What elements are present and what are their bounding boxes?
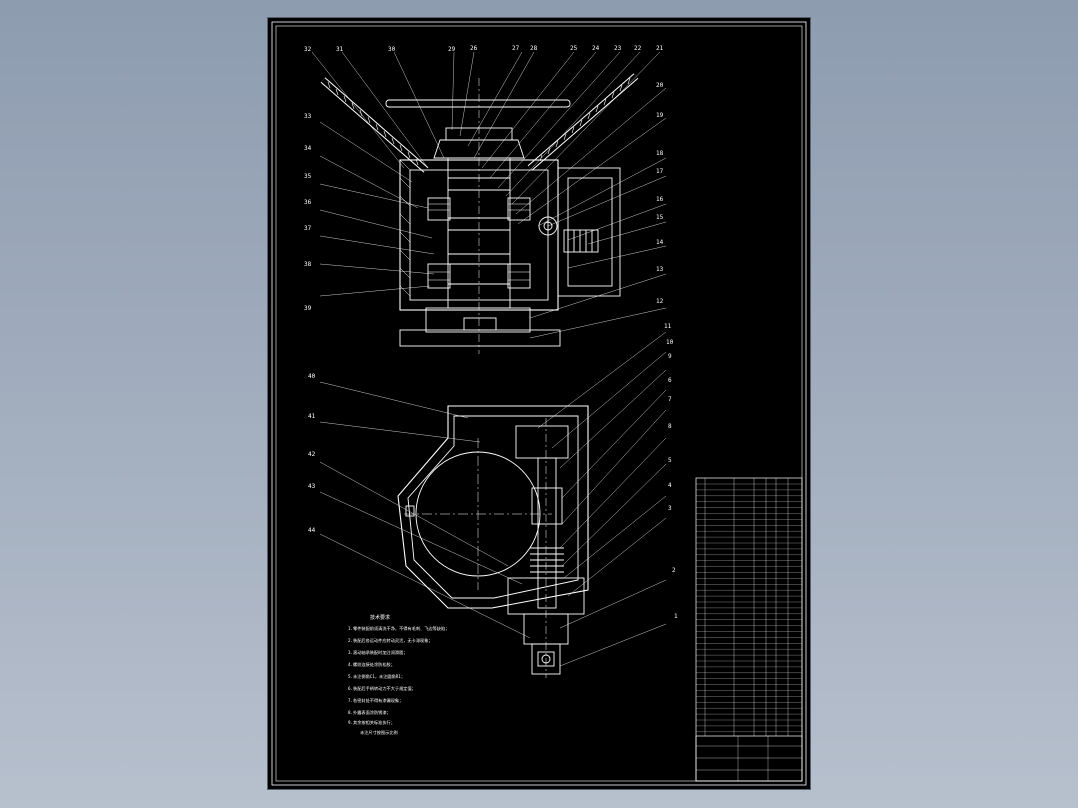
drawing-sheet: 32 31 30 29 26 27 28 25 24 23 22 21 20 1… xyxy=(268,18,810,789)
balloon: 31 xyxy=(336,46,344,53)
tech-req-line: 2.装配后各运动件应转动灵活，无卡滞现象； xyxy=(348,637,433,644)
tech-req-line: 6.装配后手柄转动力不大于规定值； xyxy=(348,685,416,692)
balloon: 28 xyxy=(530,45,538,52)
parts-list-table xyxy=(695,477,803,782)
tech-req-line: 8.外露表面涂防锈漆； xyxy=(348,709,391,716)
right-handle-arm xyxy=(527,73,639,171)
balloon: 43 xyxy=(308,483,316,490)
side-housing xyxy=(557,167,621,297)
balloon: 38 xyxy=(304,261,312,268)
balloon: 9 xyxy=(668,353,672,360)
balloon: 13 xyxy=(656,266,664,273)
tech-req-line: 1.零件装配前须清洗干净，不得有毛刺、飞边等缺陷； xyxy=(348,625,449,632)
balloon: 22 xyxy=(634,45,642,52)
tech-req-line: 未注尺寸按图示比例 xyxy=(360,729,398,736)
balloon: 24 xyxy=(592,45,600,52)
balloon: 6 xyxy=(668,377,672,384)
balloon: 34 xyxy=(304,145,312,152)
balloon-labels: 32 31 30 29 26 27 28 25 24 23 22 21 20 1… xyxy=(304,45,678,620)
lower-section-view xyxy=(397,405,589,678)
balloon: 8 xyxy=(668,423,672,430)
balloon: 20 xyxy=(656,82,664,89)
tech-req-line: 5.未注倒角C1，未注圆角R1； xyxy=(348,673,405,680)
balloon: 30 xyxy=(388,46,396,53)
balloon: 37 xyxy=(304,225,312,232)
balloon: 29 xyxy=(448,46,456,53)
left-handle-arm xyxy=(320,77,429,173)
balloon: 17 xyxy=(656,168,664,175)
technical-requirements: 技术要求 1.零件装配前须清洗干净，不得有毛刺、飞边等缺陷； 2.装配后各运动件… xyxy=(348,614,449,736)
base-flange xyxy=(425,307,531,333)
tech-req-line: 3.滚动轴承装配时加注润滑脂； xyxy=(348,649,407,656)
balloon: 15 xyxy=(656,214,664,221)
balloon: 42 xyxy=(308,451,316,458)
balloon: 2 xyxy=(672,567,676,574)
outer-frame xyxy=(271,21,807,786)
balloon: 7 xyxy=(668,396,672,403)
balloon: 16 xyxy=(656,196,664,203)
assembly-drawing: 32 31 30 29 26 27 28 25 24 23 22 21 20 1… xyxy=(271,21,807,786)
balloon: 33 xyxy=(304,113,312,120)
balloon: 27 xyxy=(512,45,520,52)
tech-req-line: 9.其余按相关标准执行； xyxy=(348,719,395,726)
leader-lines xyxy=(311,51,667,667)
balloon: 35 xyxy=(304,173,312,180)
balloon: 41 xyxy=(308,413,316,420)
balloon: 26 xyxy=(470,45,478,52)
parts-list-rows xyxy=(696,483,802,732)
tech-req-title: 技术要求 xyxy=(370,614,390,621)
balloon: 44 xyxy=(308,527,316,534)
balloon: 12 xyxy=(656,298,664,305)
balloon: 40 xyxy=(308,373,316,380)
balloon: 32 xyxy=(304,46,312,53)
tech-req-line: 7.各密封处不得有渗漏现象； xyxy=(348,697,403,704)
balloon: 19 xyxy=(656,112,664,119)
balloon: 4 xyxy=(668,482,672,489)
balloon: 10 xyxy=(666,339,674,346)
balloon: 1 xyxy=(674,613,678,620)
octagonal-body xyxy=(397,405,589,609)
balloon: 5 xyxy=(668,457,672,464)
balloon: 39 xyxy=(304,305,312,312)
balloon: 21 xyxy=(656,45,664,52)
balloon: 25 xyxy=(570,45,578,52)
balloon: 3 xyxy=(668,505,672,512)
balloon: 18 xyxy=(656,150,664,157)
balloon: 14 xyxy=(656,239,664,246)
balloon: 36 xyxy=(304,199,312,206)
upper-section-view xyxy=(320,73,639,354)
balloon: 11 xyxy=(664,323,672,330)
tech-req-line: 4.螺纹连接处涂防松胶； xyxy=(348,661,395,668)
balloon: 23 xyxy=(614,45,622,52)
inner-frame xyxy=(275,25,803,782)
